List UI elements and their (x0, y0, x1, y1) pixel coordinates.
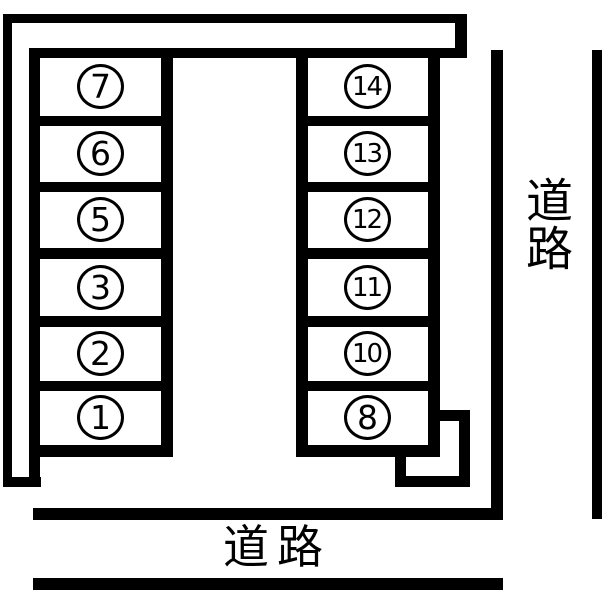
step-notch-top-arm (428, 410, 470, 421)
space-number-label: 8 (357, 398, 378, 437)
road-right-outer-line (592, 50, 602, 519)
space-number-badge-11: 11 (344, 265, 391, 310)
space-number-badge-1: 1 (77, 395, 124, 440)
space-number-label: 1 (90, 398, 111, 437)
road-bottom-inner-line (33, 508, 503, 520)
road-label-right: 道路 (517, 176, 572, 272)
space-number-badge-13: 13 (344, 131, 391, 176)
space-number-badge-2: 2 (77, 331, 124, 376)
space-number-badge-12: 12 (344, 197, 391, 242)
road-label-bottom: 道路 (223, 520, 331, 574)
space-number-badge-3: 3 (77, 265, 124, 310)
boundary-wall-left-bottom-end (3, 477, 41, 487)
road-bottom-outer-line (33, 578, 503, 590)
road-right-inner-line (491, 50, 503, 520)
space-number-label: 7 (90, 67, 111, 106)
boundary-wall-top-right-end (455, 14, 467, 58)
space-number-label: 13 (351, 138, 383, 169)
right-stall-column-frame (296, 48, 440, 457)
step-notch-bottom-arm (395, 476, 470, 487)
left-stall-column-frame (29, 48, 173, 457)
boundary-wall-top-inner-line (29, 48, 467, 58)
space-number-badge-10: 10 (344, 331, 391, 376)
space-number-label: 12 (351, 204, 383, 235)
space-number-badge-8: 8 (344, 395, 391, 440)
space-number-label: 2 (90, 334, 111, 373)
space-number-label: 14 (351, 71, 383, 102)
step-notch-right-arm (459, 410, 470, 487)
space-number-badge-14: 14 (344, 64, 391, 109)
space-number-label: 3 (90, 268, 111, 307)
boundary-wall-left-outer-line (3, 14, 12, 487)
boundary-wall-top-outer-line (3, 14, 467, 23)
space-number-badge-6: 6 (77, 131, 124, 176)
space-number-label: 11 (351, 272, 383, 303)
space-number-badge-7: 7 (77, 64, 124, 109)
space-number-badge-5: 5 (77, 197, 124, 242)
space-number-label: 5 (90, 200, 111, 239)
step-notch-left-arm (395, 445, 406, 487)
space-number-label: 6 (90, 134, 111, 173)
boundary-wall-left-inner-line (29, 457, 40, 487)
space-number-label: 10 (351, 338, 383, 369)
